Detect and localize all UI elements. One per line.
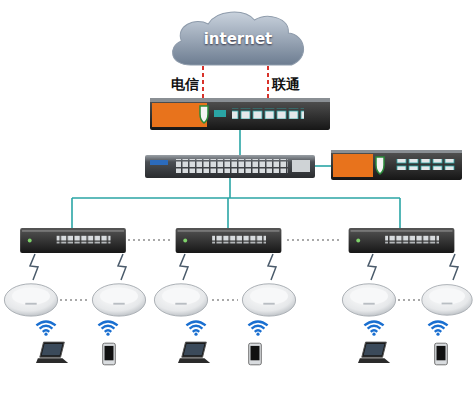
- dotted-continuation-part: [128, 239, 170, 240]
- client-device-part: [358, 342, 390, 363]
- access-point-part: [92, 284, 145, 316]
- dotted-continuation-part: [60, 299, 88, 300]
- wireless-link-part: [180, 254, 188, 280]
- dotted-continuation-part: [287, 239, 341, 240]
- network-cable-part: [315, 165, 331, 167]
- client-device-part: [103, 343, 116, 365]
- access-point-part: [422, 285, 472, 316]
- main-router-part: [214, 110, 226, 117]
- core-switch-part: [145, 155, 315, 178]
- side-router-part: [376, 157, 384, 174]
- core-switch-part: [292, 160, 310, 172]
- side-router-part: [396, 159, 456, 170]
- cloud-node: internet: [166, 8, 310, 70]
- access-point-part: [242, 284, 295, 316]
- access-point-part: [154, 284, 207, 316]
- network-cable-part: [239, 130, 241, 155]
- wifi-symbol: [36, 321, 447, 335]
- core-switch: [145, 155, 315, 178]
- client-device-part: [178, 342, 210, 363]
- dotted-continuation-part: [212, 299, 238, 300]
- isp-link-part: [202, 66, 204, 99]
- main-router: [150, 98, 330, 130]
- network-cable-part: [229, 178, 231, 198]
- network-cable-part: [72, 197, 400, 199]
- core-switch-part: [176, 159, 288, 173]
- main-router-part: [150, 98, 330, 130]
- side-router: [331, 150, 462, 180]
- side-router-part: [331, 150, 462, 153]
- client-device-part: [36, 342, 68, 363]
- poe-switch-part: [20, 228, 126, 253]
- main-router-part: [152, 103, 207, 127]
- network-cable-part: [399, 198, 401, 228]
- wifi-symbol-part: [248, 321, 267, 335]
- isp-label: 联通: [272, 76, 300, 94]
- main-router-part: [150, 98, 330, 102]
- wifi-symbol-part: [364, 321, 383, 335]
- side-router-part: [333, 154, 373, 177]
- wireless-link-part: [450, 254, 458, 280]
- main-router-part: [232, 108, 304, 119]
- client-device-part: [249, 343, 262, 365]
- network-cable-part: [71, 198, 73, 228]
- cloud-shape-part: [173, 12, 304, 65]
- access-point: [4, 284, 472, 316]
- wireless-link-part: [30, 254, 38, 280]
- wifi-symbol-part: [98, 321, 117, 335]
- poe-switch-part: [176, 228, 282, 253]
- wifi-symbol-part: [186, 321, 205, 335]
- side-router-part: [331, 150, 462, 180]
- poe-switch-part: [349, 228, 455, 253]
- isp-link-part: [267, 66, 269, 99]
- wireless-link-part: [118, 254, 126, 280]
- poe-switch: [20, 228, 454, 253]
- isp-label: 电信: [171, 76, 199, 94]
- dotted-continuation-part: [398, 299, 420, 300]
- wireless-link: [30, 254, 458, 280]
- core-switch-part: [150, 160, 168, 165]
- network-cable-part: [227, 198, 229, 228]
- access-point-part: [342, 284, 395, 316]
- wireless-link-part: [368, 254, 376, 280]
- wireless-link-part: [268, 254, 276, 280]
- wifi-symbol-part: [428, 321, 447, 335]
- main-router-part: [200, 106, 208, 123]
- isp-link: [203, 66, 268, 99]
- wifi-symbol-part: [36, 321, 55, 335]
- client-device-part: [435, 343, 448, 365]
- client-device: [36, 342, 447, 365]
- access-point-part: [4, 284, 57, 316]
- cloud-label: internet: [204, 30, 273, 48]
